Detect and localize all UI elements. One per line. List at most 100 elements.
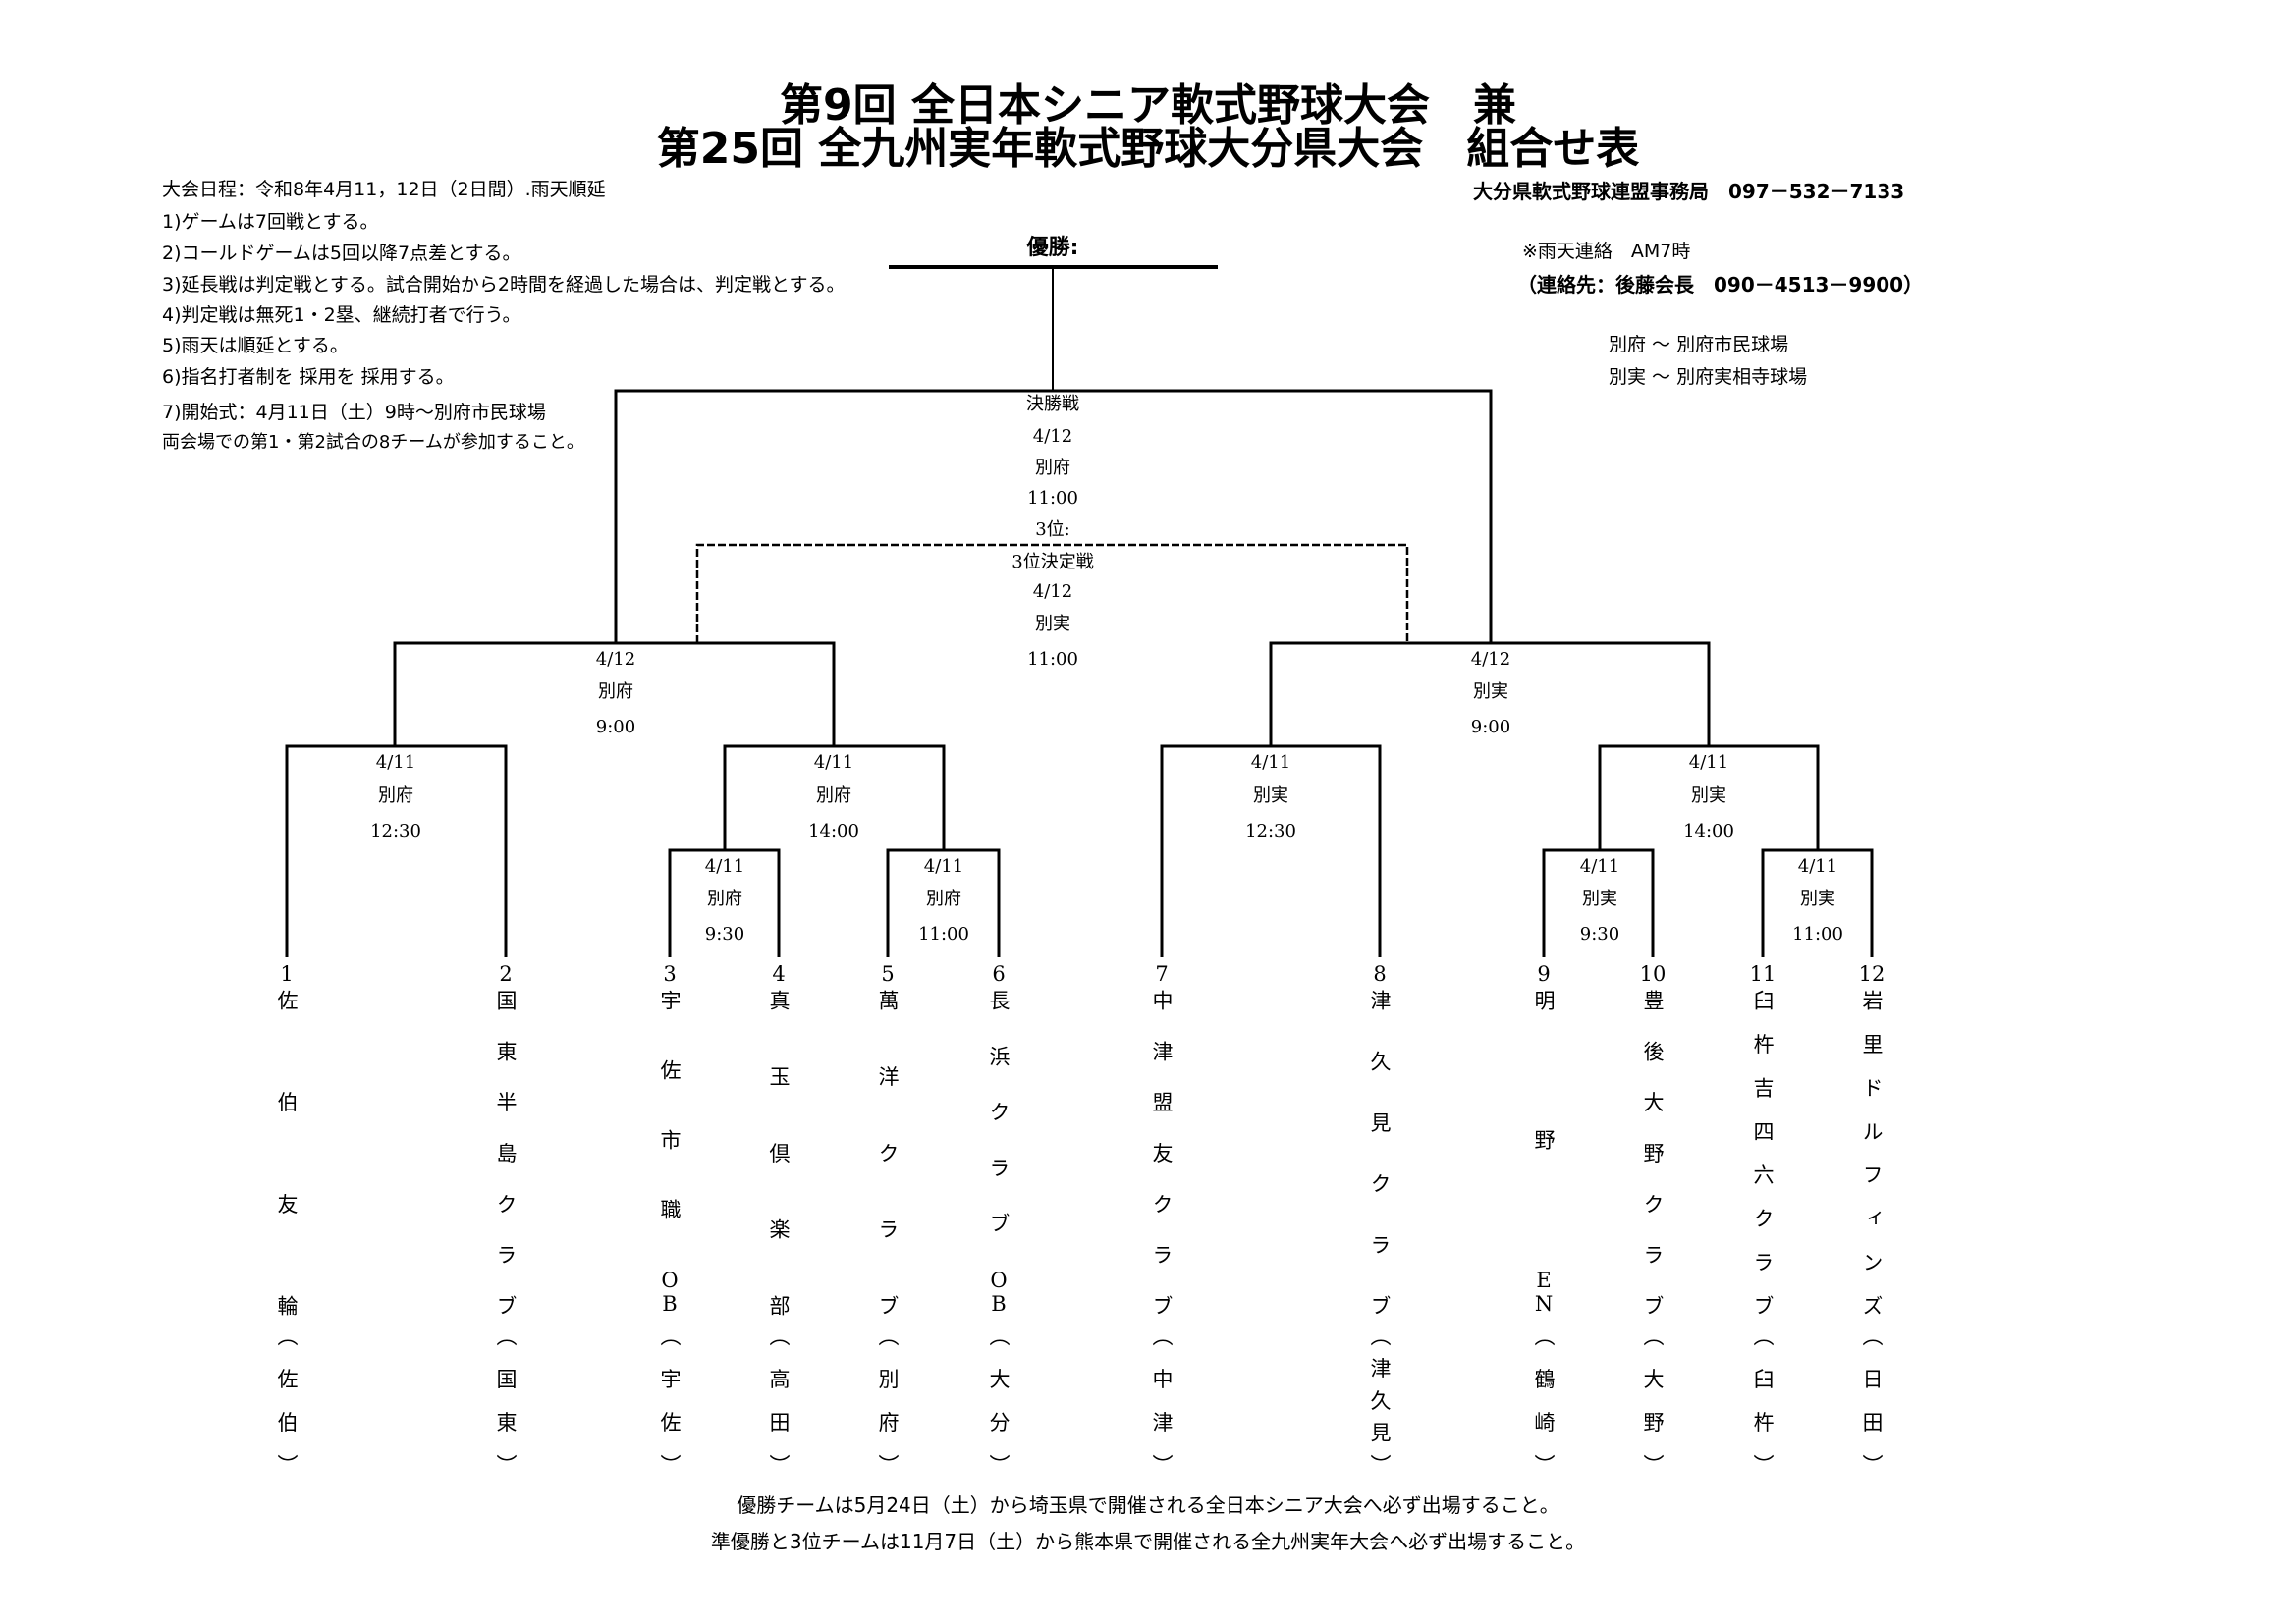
- team-number: 10: [1639, 962, 1667, 986]
- match-time: 12:30: [370, 821, 421, 841]
- team-number: 11: [1749, 962, 1777, 986]
- match-time: 9:30: [1579, 924, 1620, 945]
- team-location: （臼杵）: [1751, 1326, 1775, 1475]
- team-number: 5: [881, 962, 895, 986]
- third-venue: 別実: [1035, 614, 1070, 634]
- team-location: （津久見）: [1368, 1326, 1392, 1475]
- venue-legend-2: 別実 ～ 別府実相寺球場: [1609, 366, 1808, 388]
- rule-1: 1)ゲームは7回戦とする。: [162, 211, 379, 233]
- match-time: 9:00: [1470, 717, 1511, 737]
- team-name: 臼杵吉四六クラブ: [1751, 990, 1775, 1316]
- team-name: 萬洋クラブ: [876, 990, 900, 1316]
- final-time: 11:00: [1027, 488, 1078, 509]
- match-venue: 別府: [598, 681, 633, 702]
- final-bracket: [614, 389, 1493, 643]
- match-time: 11:00: [1792, 924, 1843, 945]
- team-name: 豊後大野クラブ: [1641, 990, 1665, 1316]
- match-venue: 別実: [1253, 785, 1288, 806]
- match-date: 4/11: [704, 856, 745, 877]
- rule-6: 6)指名打者制を 採用を 採用する。: [162, 366, 455, 388]
- match-date: 4/11: [1797, 856, 1838, 877]
- match-time: 11:00: [918, 924, 969, 945]
- team-name: 中津盟友クラブ: [1150, 990, 1174, 1316]
- match-venue: 別府: [926, 889, 961, 909]
- team-location: （大野）: [1641, 1326, 1665, 1475]
- match-date: 4/11: [1688, 752, 1729, 773]
- match-date: 4/11: [375, 752, 416, 773]
- round1-1-bracket: [668, 848, 781, 957]
- match-venue: 別府: [378, 785, 413, 806]
- round1-3-bracket: [1542, 848, 1655, 957]
- quarter-1-bracket: [285, 744, 508, 957]
- match-date: 4/11: [923, 856, 964, 877]
- team-number: 12: [1858, 962, 1886, 986]
- title-line-1: 第9回 全日本シニア軟式野球大会 兼: [780, 81, 1516, 131]
- team-location: （佐伯）: [275, 1326, 299, 1475]
- rule-3: 3)延長戦は判定戦とする。試合開始から2時間を経過した場合は、判定戦とする。: [162, 274, 846, 296]
- semi-right-bracket: [1269, 641, 1711, 746]
- team-location: （国東）: [494, 1326, 518, 1475]
- quarter-3-bracket: [1160, 744, 1382, 957]
- rain-contact: ※雨天連絡 AM7時: [1522, 241, 1691, 262]
- footer-note-1: 優勝チームは5月24日（土）から埼玉県で開催される全日本シニア大会へ必ず出場する…: [737, 1493, 1559, 1517]
- team-location: （鶴崎）: [1532, 1326, 1556, 1475]
- final-venue: 別府: [1035, 458, 1070, 478]
- footer-note-2: 準優勝と3位チームは11月7日（土）から熊本県で開催される全九州実年大会へ必ず出…: [710, 1530, 1586, 1553]
- contact-person: （連絡先：後藤会長 090－4513－9900）: [1517, 273, 1924, 297]
- team-location: （別府）: [876, 1326, 900, 1475]
- team-number: 1: [280, 962, 294, 986]
- match-time: 9:00: [595, 717, 636, 737]
- third-title: 3位決定戦: [1011, 552, 1094, 572]
- final-title: 決勝戦: [1026, 394, 1079, 414]
- team-number: 8: [1373, 962, 1387, 986]
- match-venue: 別実: [1691, 785, 1726, 806]
- team-number: 2: [499, 962, 513, 986]
- team-name: 佐伯友輪: [275, 990, 299, 1316]
- third-place-bracket: [695, 543, 1409, 643]
- team-number: 6: [992, 962, 1006, 986]
- third-date: 4/12: [1032, 581, 1073, 602]
- team-location: （日田）: [1860, 1326, 1884, 1475]
- quarter-2-bracket: [723, 744, 946, 850]
- match-time: 14:00: [808, 821, 859, 841]
- office-contact: 大分県軟式野球連盟事務局 097－532－7133: [1473, 180, 1905, 203]
- match-time: 12:30: [1245, 821, 1296, 841]
- match-date: 4/11: [1579, 856, 1620, 877]
- match-venue: 別府: [816, 785, 851, 806]
- round1-2-bracket: [886, 848, 1001, 957]
- team-name: 長浜クラブOB: [987, 990, 1011, 1316]
- team-number: 7: [1155, 962, 1169, 986]
- match-venue: 別実: [1800, 889, 1835, 909]
- team-name: 真玉倶楽部: [767, 990, 791, 1316]
- team-number: 4: [772, 962, 786, 986]
- match-time: 14:00: [1683, 821, 1734, 841]
- team-location: （高田）: [767, 1326, 791, 1475]
- team-name: 岩里ドルフィンズ: [1860, 990, 1884, 1316]
- title-line-2: 第25回 全九州実年軟式野球大分県大会 組合せ表: [656, 124, 1640, 174]
- rule-4: 4)判定戦は無死1・2塁、継続打者で行う。: [162, 304, 521, 326]
- final-date: 4/12: [1032, 426, 1073, 447]
- semi-left-bracket: [393, 641, 836, 746]
- champion-label: 優勝:: [1026, 236, 1079, 260]
- team-name: 津久見クラブ: [1368, 990, 1392, 1316]
- third-place-label: 3位:: [1035, 519, 1070, 540]
- match-date: 4/11: [1250, 752, 1291, 773]
- opening-note: 両会場での第1・第2試合の8チームが参加すること。: [162, 432, 584, 453]
- team-name: 明野EN: [1532, 990, 1556, 1316]
- third-time: 11:00: [1027, 649, 1078, 670]
- rule-2: 2)コールドゲームは5回以降7点差とする。: [162, 243, 521, 264]
- match-venue: 別実: [1582, 889, 1617, 909]
- team-number: 9: [1537, 962, 1551, 986]
- team-number: 3: [663, 962, 677, 986]
- match-date: 4/12: [1470, 649, 1511, 670]
- venue-legend-1: 別府 ～ 別府市民球場: [1609, 334, 1789, 355]
- team-location: （中津）: [1150, 1326, 1174, 1475]
- team-name: 宇佐市職OB: [658, 990, 682, 1316]
- match-time: 9:30: [704, 924, 745, 945]
- team-location: （大分）: [987, 1326, 1011, 1475]
- match-venue: 別府: [707, 889, 742, 909]
- quarter-4-bracket: [1598, 744, 1820, 850]
- team-name: 国東半島クラブ: [494, 990, 518, 1316]
- match-venue: 別実: [1473, 681, 1508, 702]
